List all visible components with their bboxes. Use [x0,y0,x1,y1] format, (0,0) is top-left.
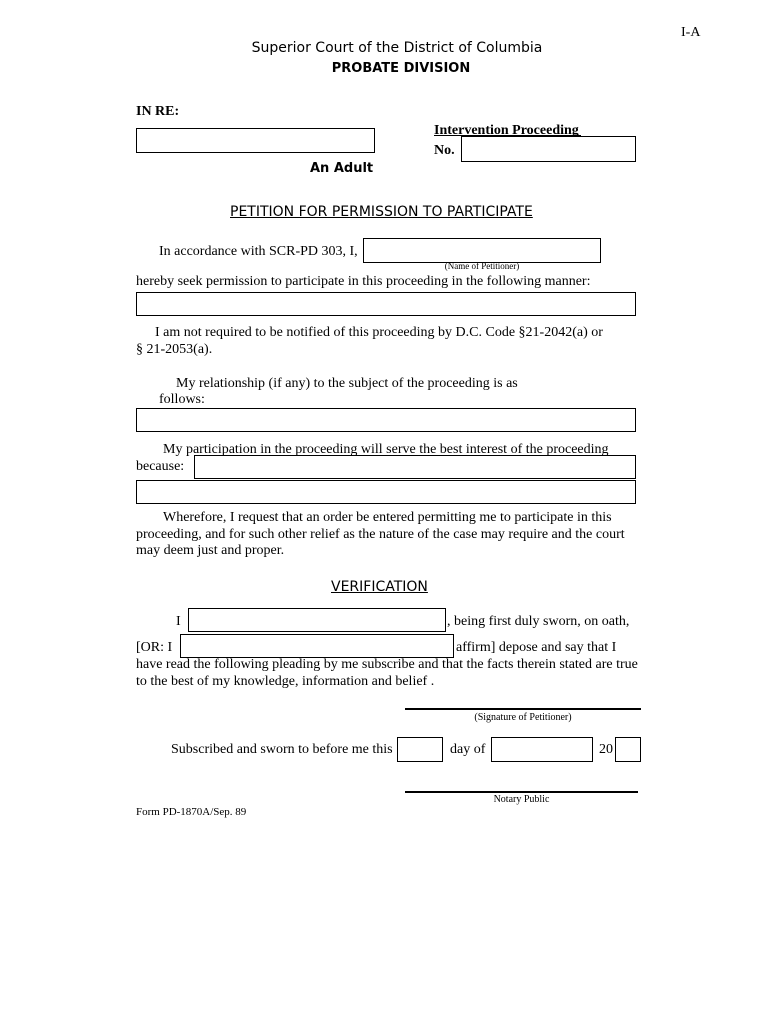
day-of-text: day of [450,742,486,757]
participation-line1: My participation in the proceeding will … [163,442,609,457]
intervention-label: Intervention Proceeding [434,123,579,138]
relationship-field[interactable] [136,408,636,432]
year-prefix: 20 [599,742,613,757]
manner-field[interactable] [136,292,636,316]
relationship-line1: My relationship (if any) to the subject … [176,376,518,391]
wherefore-line1: Wherefore, I request that an order be en… [163,510,612,525]
verif-line3: to the best of my knowledge, information… [136,674,435,689]
notary-caption: Notary Public [493,794,550,805]
month-field[interactable] [491,737,593,762]
affirm-name-field[interactable] [180,634,454,658]
intervention-underline [434,135,581,136]
because-field[interactable] [194,455,636,479]
verification-title: VERIFICATION [331,579,428,595]
verif-i: I [176,614,181,629]
accordance-text: In accordance with SCR-PD 303, I, [159,244,358,259]
court-title: Superior Court of the District of Columb… [251,40,543,56]
because-label: because: [136,459,185,474]
not-required-line1: I am not required to be notified of this… [155,325,603,340]
petitioner-name-field[interactable] [363,238,601,263]
verif-sworn-text: , being first duly sworn, on oath, [447,614,630,629]
signature-caption: (Signature of Petitioner) [474,712,572,723]
verif-or-text: [OR: I [136,640,173,655]
not-required-line2: § 21-2053(a). [136,342,213,357]
in-re-label: IN RE: [136,104,180,119]
petition-title: PETITION FOR PERMISSION TO PARTICIPATE [230,204,533,220]
year-field[interactable] [615,737,641,762]
day-field[interactable] [397,737,443,762]
wherefore-line3: may deem just and proper. [136,543,285,558]
signature-line [405,708,641,710]
page-id: I-A [681,25,701,40]
division-title: PROBATE DIVISION [331,61,471,76]
no-label: No. [434,143,455,158]
subscribed-text: Subscribed and sworn to before me this [171,742,393,757]
case-no-field[interactable] [461,136,636,162]
verif-line2: have read the following pleading by me s… [136,657,638,672]
wherefore-line2: proceeding, and for such other relief as… [136,527,625,542]
form-id: Form PD-1870A/Sep. 89 [136,806,247,818]
verif-affirm-text: affirm] depose and say that I [456,640,617,655]
relationship-line2: follows: [159,392,205,407]
seek-text: hereby seek permission to participate in… [136,274,591,289]
verif-name-field[interactable] [188,608,446,632]
because-continued-field[interactable] [136,480,636,504]
an-adult-label: An Adult [310,161,374,176]
in-re-name-field[interactable] [136,128,375,153]
notary-line [405,791,638,793]
name-caption: (Name of Petitioner) [444,261,520,271]
